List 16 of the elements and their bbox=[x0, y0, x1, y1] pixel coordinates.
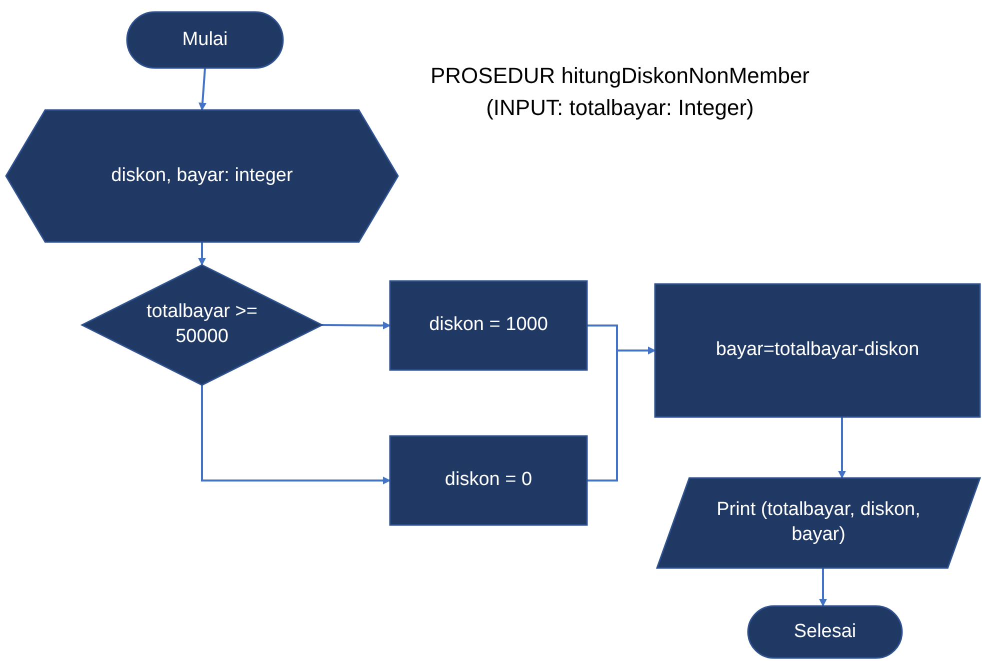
connector-arrow bbox=[201, 385, 391, 484]
connector-arrow bbox=[838, 417, 846, 479]
node-label: diskon, bayar: integer bbox=[111, 164, 293, 188]
diagram-title: PROSEDUR hitungDiskonNonMember (INPUT: totalbayar: Integer) bbox=[429, 62, 811, 122]
connector-arrow bbox=[587, 346, 656, 482]
node-label: Print (totalbayar, diskon, bayar) bbox=[716, 498, 922, 547]
connector-arrow bbox=[198, 68, 206, 111]
node-label: diskon = 1000 bbox=[429, 313, 548, 338]
node-label: totalbayar >= 50000 bbox=[146, 300, 258, 349]
node-label: Mulai bbox=[182, 28, 228, 52]
node-label: Selesai bbox=[794, 620, 856, 644]
connector-arrow bbox=[198, 242, 206, 266]
connector-arrow bbox=[322, 321, 391, 330]
connector-arrow bbox=[819, 568, 827, 607]
node-label: diskon = 0 bbox=[444, 468, 532, 492]
node-label: bayar=totalbayar-diskon bbox=[716, 338, 920, 362]
